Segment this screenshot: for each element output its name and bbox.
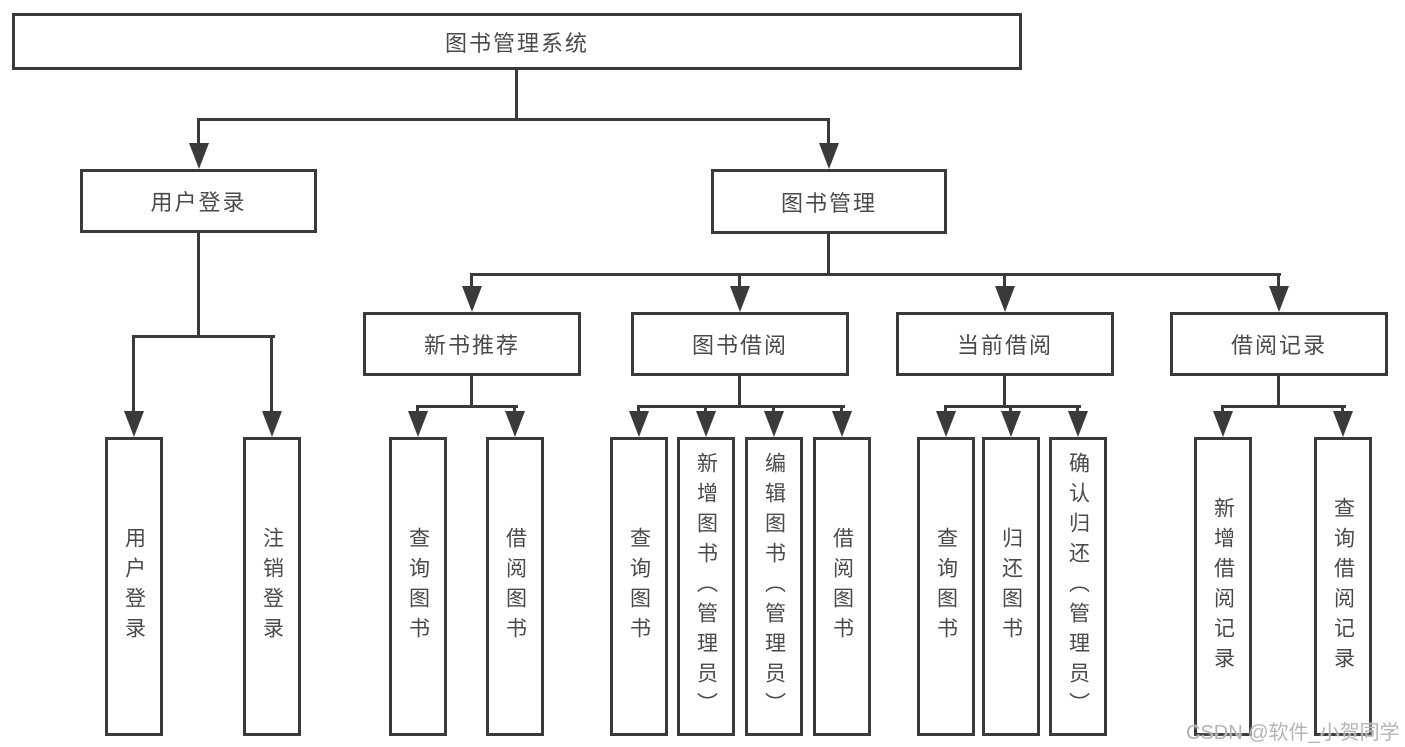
leaf-borrow-add-books-admin-label: 新增图书（管理员） [694, 451, 718, 722]
leaf-records-add-record-label: 新增借阅记录 [1211, 496, 1235, 677]
arrow-to-leaf-newbook-query [416, 405, 419, 411]
arrow-to-leaf-borrow-borrow [840, 405, 843, 411]
arrow-to-leaf-borrow-edit [772, 405, 775, 411]
node-book-borrow-label: 图书借阅 [691, 333, 788, 358]
node-book-management: 图书管理 [711, 169, 947, 234]
leaf-borrow-query-books: 查询图书 [610, 437, 668, 736]
node-user-login: 用户登录 [80, 169, 317, 233]
leaf-borrow-edit-books-admin-label: 编辑图书（管理员） [762, 451, 786, 722]
connector-current-borrow-hline [944, 405, 1081, 408]
arrow-to-leaf-borrow-query [637, 405, 640, 411]
leaf-borrow-edit-books-admin: 编辑图书（管理员） [745, 437, 803, 736]
leaf-logout-label: 注销登录 [260, 526, 284, 647]
leaf-current-return-books: 归还图书 [982, 437, 1040, 736]
node-user-login-label: 用户登录 [150, 190, 247, 215]
leaf-newbook-borrow-books: 借阅图书 [486, 437, 544, 736]
arrow-to-user-login [197, 118, 200, 143]
connector-current-borrow-stem [1003, 376, 1006, 408]
leaf-records-query-record-label: 查询借阅记录 [1331, 496, 1355, 677]
connector-new-book-hline [417, 405, 518, 408]
leaf-records-add-record: 新增借阅记录 [1194, 437, 1252, 736]
node-root-label: 图书管理系统 [444, 30, 589, 56]
connector-borrow-records-hline [1221, 405, 1346, 408]
arrow-to-leaf-logout [270, 335, 273, 411]
node-book-management-label: 图书管理 [780, 190, 877, 216]
leaf-records-query-record: 查询借阅记录 [1314, 437, 1372, 736]
connector-root-stem [515, 69, 518, 121]
arrow-to-current-borrow [1003, 273, 1006, 286]
connector-book-management-hline [471, 273, 1281, 276]
node-root: 图书管理系统 [12, 13, 1022, 70]
leaf-borrow-borrow-books-label: 借阅图书 [830, 526, 854, 647]
leaf-current-confirm-return-admin: 确认归还（管理员） [1049, 437, 1107, 736]
node-new-book-recommend-label: 新书推荐 [423, 333, 520, 358]
leaf-newbook-query-books: 查询图书 [389, 437, 447, 736]
leaf-current-query-books: 查询图书 [917, 437, 975, 736]
leaf-user-login-label: 用户登录 [122, 526, 146, 647]
node-current-borrow: 当前借阅 [896, 312, 1114, 376]
connector-book-borrow-hline [637, 405, 845, 408]
connector-user-login-stem [197, 233, 200, 338]
node-current-borrow-label: 当前借阅 [956, 333, 1053, 358]
arrow-to-book-borrow [738, 273, 741, 286]
leaf-logout: 注销登录 [243, 437, 301, 736]
node-book-borrow: 图书借阅 [631, 312, 849, 376]
connector-borrow-records-stem [1277, 376, 1280, 408]
leaf-current-confirm-return-admin-label: 确认归还（管理员） [1066, 451, 1090, 722]
arrow-to-leaf-newbook-borrow [513, 405, 516, 411]
node-borrow-records-label: 借阅记录 [1230, 333, 1327, 358]
connector-book-management-stem [827, 234, 830, 276]
csdn-watermark: CSDN @软件_小贺同学 [1186, 722, 1400, 744]
node-borrow-records: 借阅记录 [1170, 312, 1388, 376]
leaf-newbook-borrow-books-label: 借阅图书 [503, 526, 527, 647]
arrow-to-leaf-current-return [1009, 405, 1012, 411]
connector-user-login-hline [133, 335, 275, 338]
arrow-to-new-book-recommend [470, 273, 473, 286]
leaf-borrow-add-books-admin: 新增图书（管理员） [677, 437, 735, 736]
arrow-to-leaf-records-add [1221, 405, 1224, 411]
connector-book-borrow-stem [738, 376, 741, 408]
leaf-borrow-borrow-books: 借阅图书 [813, 437, 871, 736]
leaf-current-return-books-label: 归还图书 [999, 526, 1023, 647]
arrow-to-leaf-borrow-add [704, 405, 707, 411]
arrow-to-leaf-user-login [132, 335, 135, 411]
leaf-borrow-query-books-label: 查询图书 [627, 526, 651, 647]
arrow-to-leaf-records-query [1341, 405, 1344, 411]
leaf-user-login: 用户登录 [105, 437, 163, 736]
connector-root-hline [197, 118, 830, 121]
node-new-book-recommend: 新书推荐 [363, 312, 581, 376]
arrow-to-leaf-current-query [944, 405, 947, 411]
leaf-newbook-query-books-label: 查询图书 [406, 526, 430, 647]
connector-new-book-stem [470, 376, 473, 408]
arrow-to-leaf-current-confirm [1076, 405, 1079, 411]
arrow-to-book-management [827, 118, 830, 143]
leaf-current-query-books-label: 查询图书 [934, 526, 958, 647]
arrow-to-borrow-records [1277, 273, 1280, 286]
